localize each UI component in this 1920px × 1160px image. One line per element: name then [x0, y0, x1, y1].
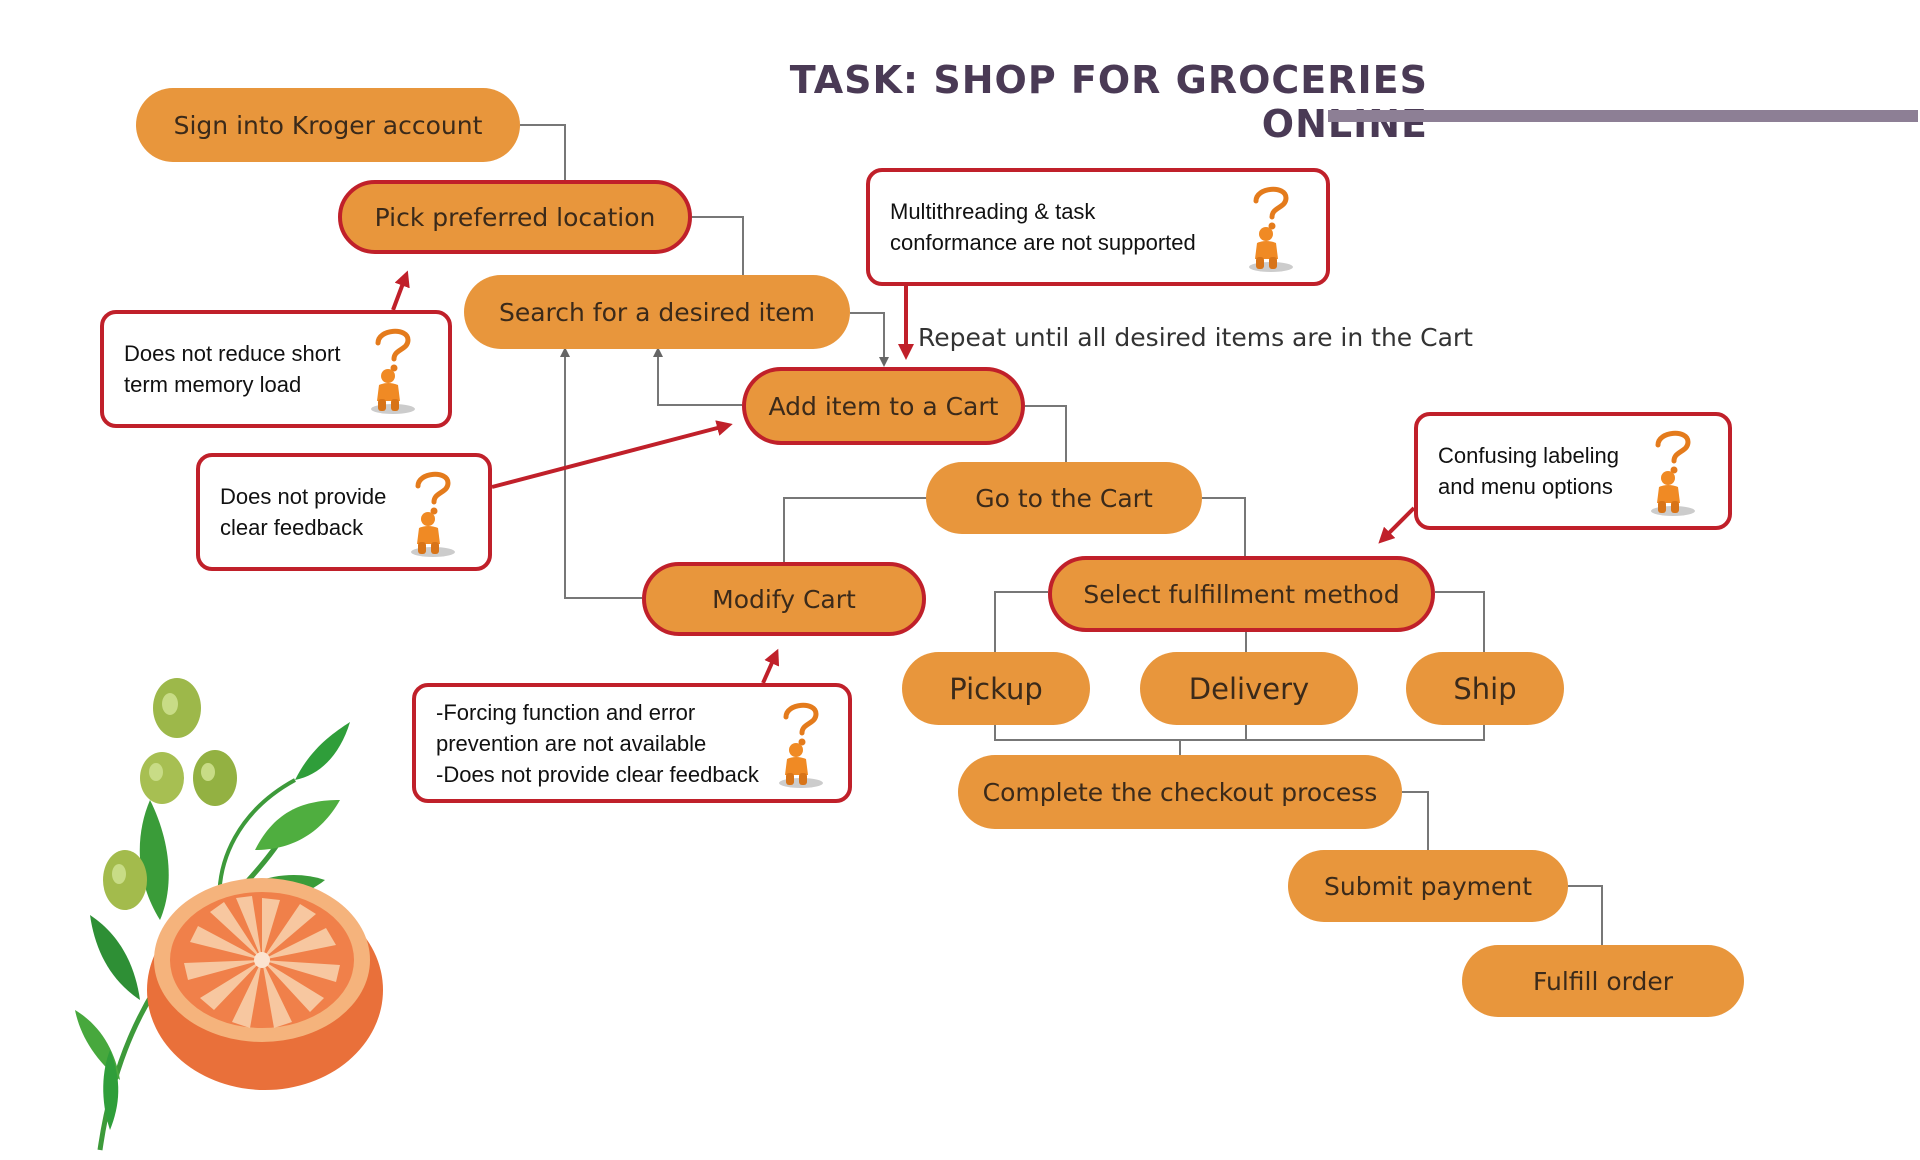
step-submit-payment: Submit payment — [1288, 850, 1568, 922]
connector-payment-fulfill — [1568, 885, 1603, 945]
connector-options-merge — [994, 725, 1485, 741]
diagram-title: TASK: SHOP FOR GROCERIES ONLINE — [789, 58, 1428, 146]
step-add-item: Add item to a Cart — [742, 367, 1025, 445]
connector-select-pickup — [994, 591, 1048, 652]
orange-slice — [147, 878, 383, 1090]
connector-modify-search — [560, 347, 642, 599]
step-go-cart: Go to the Cart — [926, 462, 1202, 534]
issue-labeling: Confusing labeling and menu options — [1414, 412, 1732, 530]
issue-arrow-forcing — [761, 648, 780, 684]
step-sign-in: Sign into Kroger account — [136, 88, 520, 162]
issue-memory-load-text: Does not reduce short term memory load — [124, 341, 341, 397]
step-checkout: Complete the checkout process — [958, 755, 1402, 829]
confused-person-icon — [1249, 186, 1293, 272]
step-select-fulfillment: Select fulfillment method — [1048, 556, 1435, 632]
issue-memory-load: Does not reduce short term memory load — [100, 310, 452, 428]
confused-person-icon — [1651, 430, 1695, 516]
connector-search-add — [850, 312, 889, 367]
connector-signin-location — [520, 124, 566, 182]
issue-feedback: Does not provide clear feedback — [196, 453, 492, 571]
confused-person-icon — [411, 471, 455, 557]
step-fulfill-order: Fulfill order — [1462, 945, 1744, 1017]
step-pick-location: Pick preferred location — [338, 180, 692, 254]
step-search-item: Search for a desired item — [464, 275, 850, 349]
confused-person-icon — [371, 328, 415, 414]
connector-checkout-payment — [1402, 791, 1429, 850]
connector-select-ship — [1435, 591, 1485, 652]
issue-arrow-feedback — [491, 420, 733, 489]
connector-add-gocart — [1025, 405, 1067, 462]
issue-forcing-function-text: -Forcing function and error prevention a… — [436, 699, 759, 787]
confused-person-icon — [779, 702, 823, 788]
orange-slice-illustration — [75, 678, 383, 1151]
issue-multithreading: Multithreading & task conformance are no… — [866, 168, 1330, 286]
step-pickup: Pickup — [902, 652, 1090, 725]
issue-labeling-text: Confusing labeling and menu options — [1438, 443, 1620, 499]
step-modify-cart: Modify Cart — [642, 562, 926, 636]
issue-arrow-labeling — [1378, 506, 1416, 544]
connector-location-search — [692, 216, 744, 275]
title-underline — [1328, 110, 1918, 122]
issue-feedback-text: Does not provide clear feedback — [220, 484, 387, 540]
issue-arrow-memory — [391, 270, 410, 311]
issue-forcing-function: -Forcing function and error prevention a… — [412, 683, 852, 803]
loop-note: Repeat until all desired items are in th… — [918, 323, 1473, 352]
connector-add-search — [653, 347, 742, 406]
step-delivery: Delivery — [1140, 652, 1358, 725]
connector-gocart-modify — [783, 497, 928, 563]
olives-decoration — [103, 678, 237, 910]
issue-multithreading-text: Multithreading & task conformance are no… — [890, 199, 1196, 255]
connector-gocart-select — [1202, 497, 1246, 556]
step-ship: Ship — [1406, 652, 1564, 725]
